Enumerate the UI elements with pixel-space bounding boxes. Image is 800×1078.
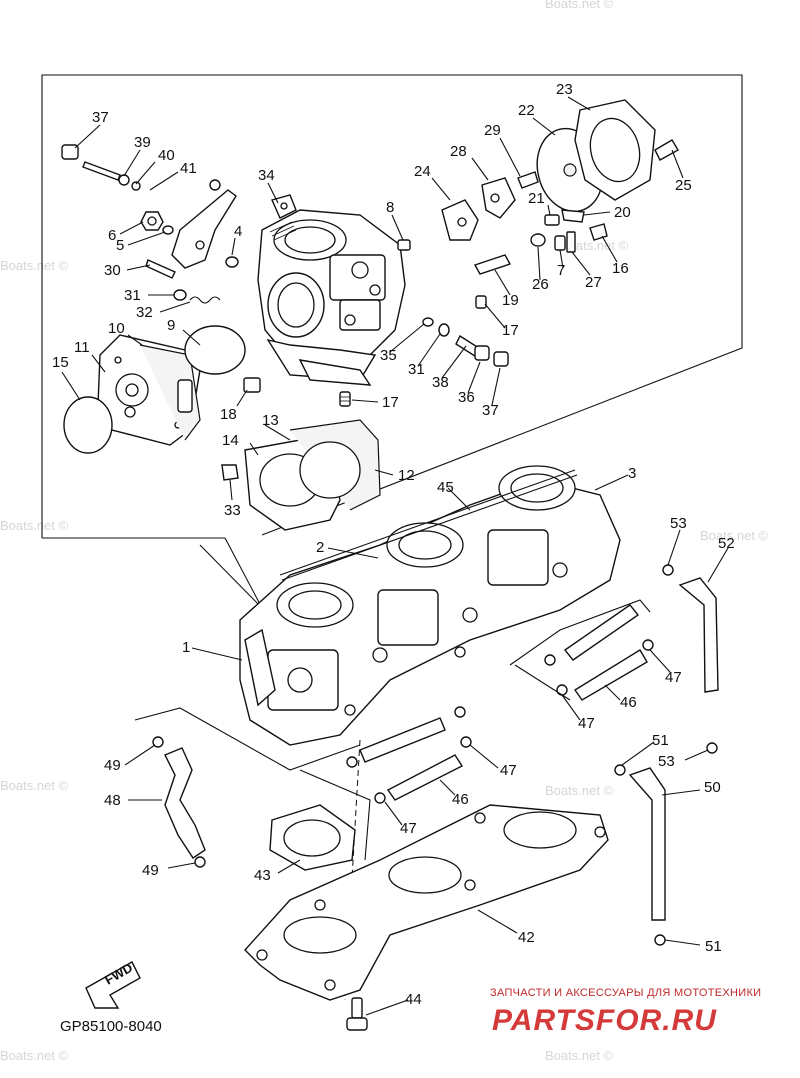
part-label: 30 [104, 262, 121, 279]
part-label: 5 [116, 237, 124, 254]
part-label: 25 [675, 177, 692, 194]
part-label: 37 [92, 109, 109, 126]
watermark: Boats.net © [545, 1048, 614, 1063]
part-label: 8 [386, 199, 394, 216]
shop-branding: ЗАПЧАСТИ И АКСЕССУАРЫ ДЛЯ МОТОТЕХНИКИ PA… [490, 987, 761, 1037]
triple-carburetor-assembly [239, 465, 621, 746]
part-label: 6 [108, 227, 116, 244]
watermark: Boats.net © [560, 238, 629, 253]
part-label: 17 [502, 322, 519, 339]
part-label: 22 [518, 102, 535, 119]
part-label: 51 [705, 938, 722, 955]
part-label: 20 [614, 204, 631, 221]
part-label: 2 [316, 539, 324, 556]
diagram-code: GP85100-8040 [60, 1018, 162, 1035]
part-label: 39 [134, 134, 151, 151]
right-side-parts [397, 99, 679, 367]
part-label: 48 [104, 792, 121, 809]
part-label: 18 [220, 406, 237, 423]
exploded-view-frame [41, 74, 743, 609]
part-label: 47 [578, 715, 595, 732]
part-label: 41 [180, 160, 197, 177]
part-label: 31 [408, 361, 425, 378]
part-label: 49 [104, 757, 121, 774]
part-label: 24 [414, 163, 431, 180]
watermark: Boats.net © [545, 783, 614, 798]
part-labels: 37 39 40 41 34 6 5 4 30 31 32 10 9 11 15… [52, 81, 735, 1008]
part-label: 3 [628, 465, 636, 482]
part-label: 32 [136, 304, 153, 321]
part-label: 34 [258, 167, 275, 184]
part-label: 46 [452, 791, 469, 808]
part-label: 17 [382, 394, 399, 411]
part-label: 16 [612, 260, 629, 277]
part-label: 10 [108, 320, 125, 337]
part-label: 21 [528, 190, 545, 207]
part-label: 28 [450, 143, 467, 160]
part-label: 35 [380, 347, 397, 364]
watermarks: Boats.net © Boats.net © Boats.net © Boat… [0, 0, 769, 1063]
watermark: Boats.net © [0, 518, 69, 533]
part-label: 36 [458, 389, 475, 406]
part-label: 26 [532, 276, 549, 293]
watermark: Boats.net © [0, 258, 69, 273]
part-label: 11 [74, 339, 90, 356]
part-label: 51 [652, 732, 669, 749]
hoses-and-pipes [152, 564, 719, 946]
shop-tagline: ЗАПЧАСТИ И АКСЕССУАРЫ ДЛЯ МОТОТЕХНИКИ [490, 987, 761, 999]
part-label: 53 [658, 753, 675, 770]
part-label: 23 [556, 81, 573, 98]
part-label: 38 [432, 374, 449, 391]
part-label: 19 [502, 292, 519, 309]
part-label: 27 [585, 274, 602, 291]
part-label: 43 [254, 867, 271, 884]
left-side-parts [61, 144, 351, 454]
part-label: 1 [182, 639, 190, 656]
part-label: 31 [124, 287, 141, 304]
part-label: 42 [518, 929, 535, 946]
watermark: Boats.net © [0, 1048, 69, 1063]
part-label: 4 [234, 223, 242, 240]
top-carburetor [257, 194, 406, 386]
part-label: 45 [437, 479, 454, 496]
part-label: 40 [158, 147, 175, 164]
part-label: 12 [398, 467, 415, 484]
part-label: 37 [482, 402, 499, 419]
watermark: Boats.net © [700, 528, 769, 543]
part-label: 7 [557, 262, 565, 279]
part-label: 47 [500, 762, 517, 779]
part-label: 47 [665, 669, 682, 686]
part-label: 49 [142, 862, 159, 879]
leader-lines [61, 96, 729, 1016]
part-label: 14 [222, 432, 239, 449]
shop-name: PARTSFOR.RU [492, 1004, 717, 1037]
part-label: 29 [484, 122, 501, 139]
part-label: 47 [400, 820, 417, 837]
part-label: 9 [167, 317, 175, 334]
part-label: 44 [405, 991, 422, 1008]
part-label: 33 [224, 502, 241, 519]
fwd-arrow: FWD [85, 960, 141, 1009]
part-label: 50 [704, 779, 721, 796]
part-label: 53 [670, 515, 687, 532]
watermark: Boats.net © [0, 778, 69, 793]
pipe-group-frames [134, 599, 651, 1001]
part-label: 13 [262, 412, 279, 429]
flange-assembly [221, 419, 381, 531]
watermark: Boats.net © [545, 0, 614, 11]
intake-manifold [244, 804, 609, 1031]
part-label: 46 [620, 694, 637, 711]
part-label: 15 [52, 354, 69, 371]
part-label: 52 [718, 535, 735, 552]
